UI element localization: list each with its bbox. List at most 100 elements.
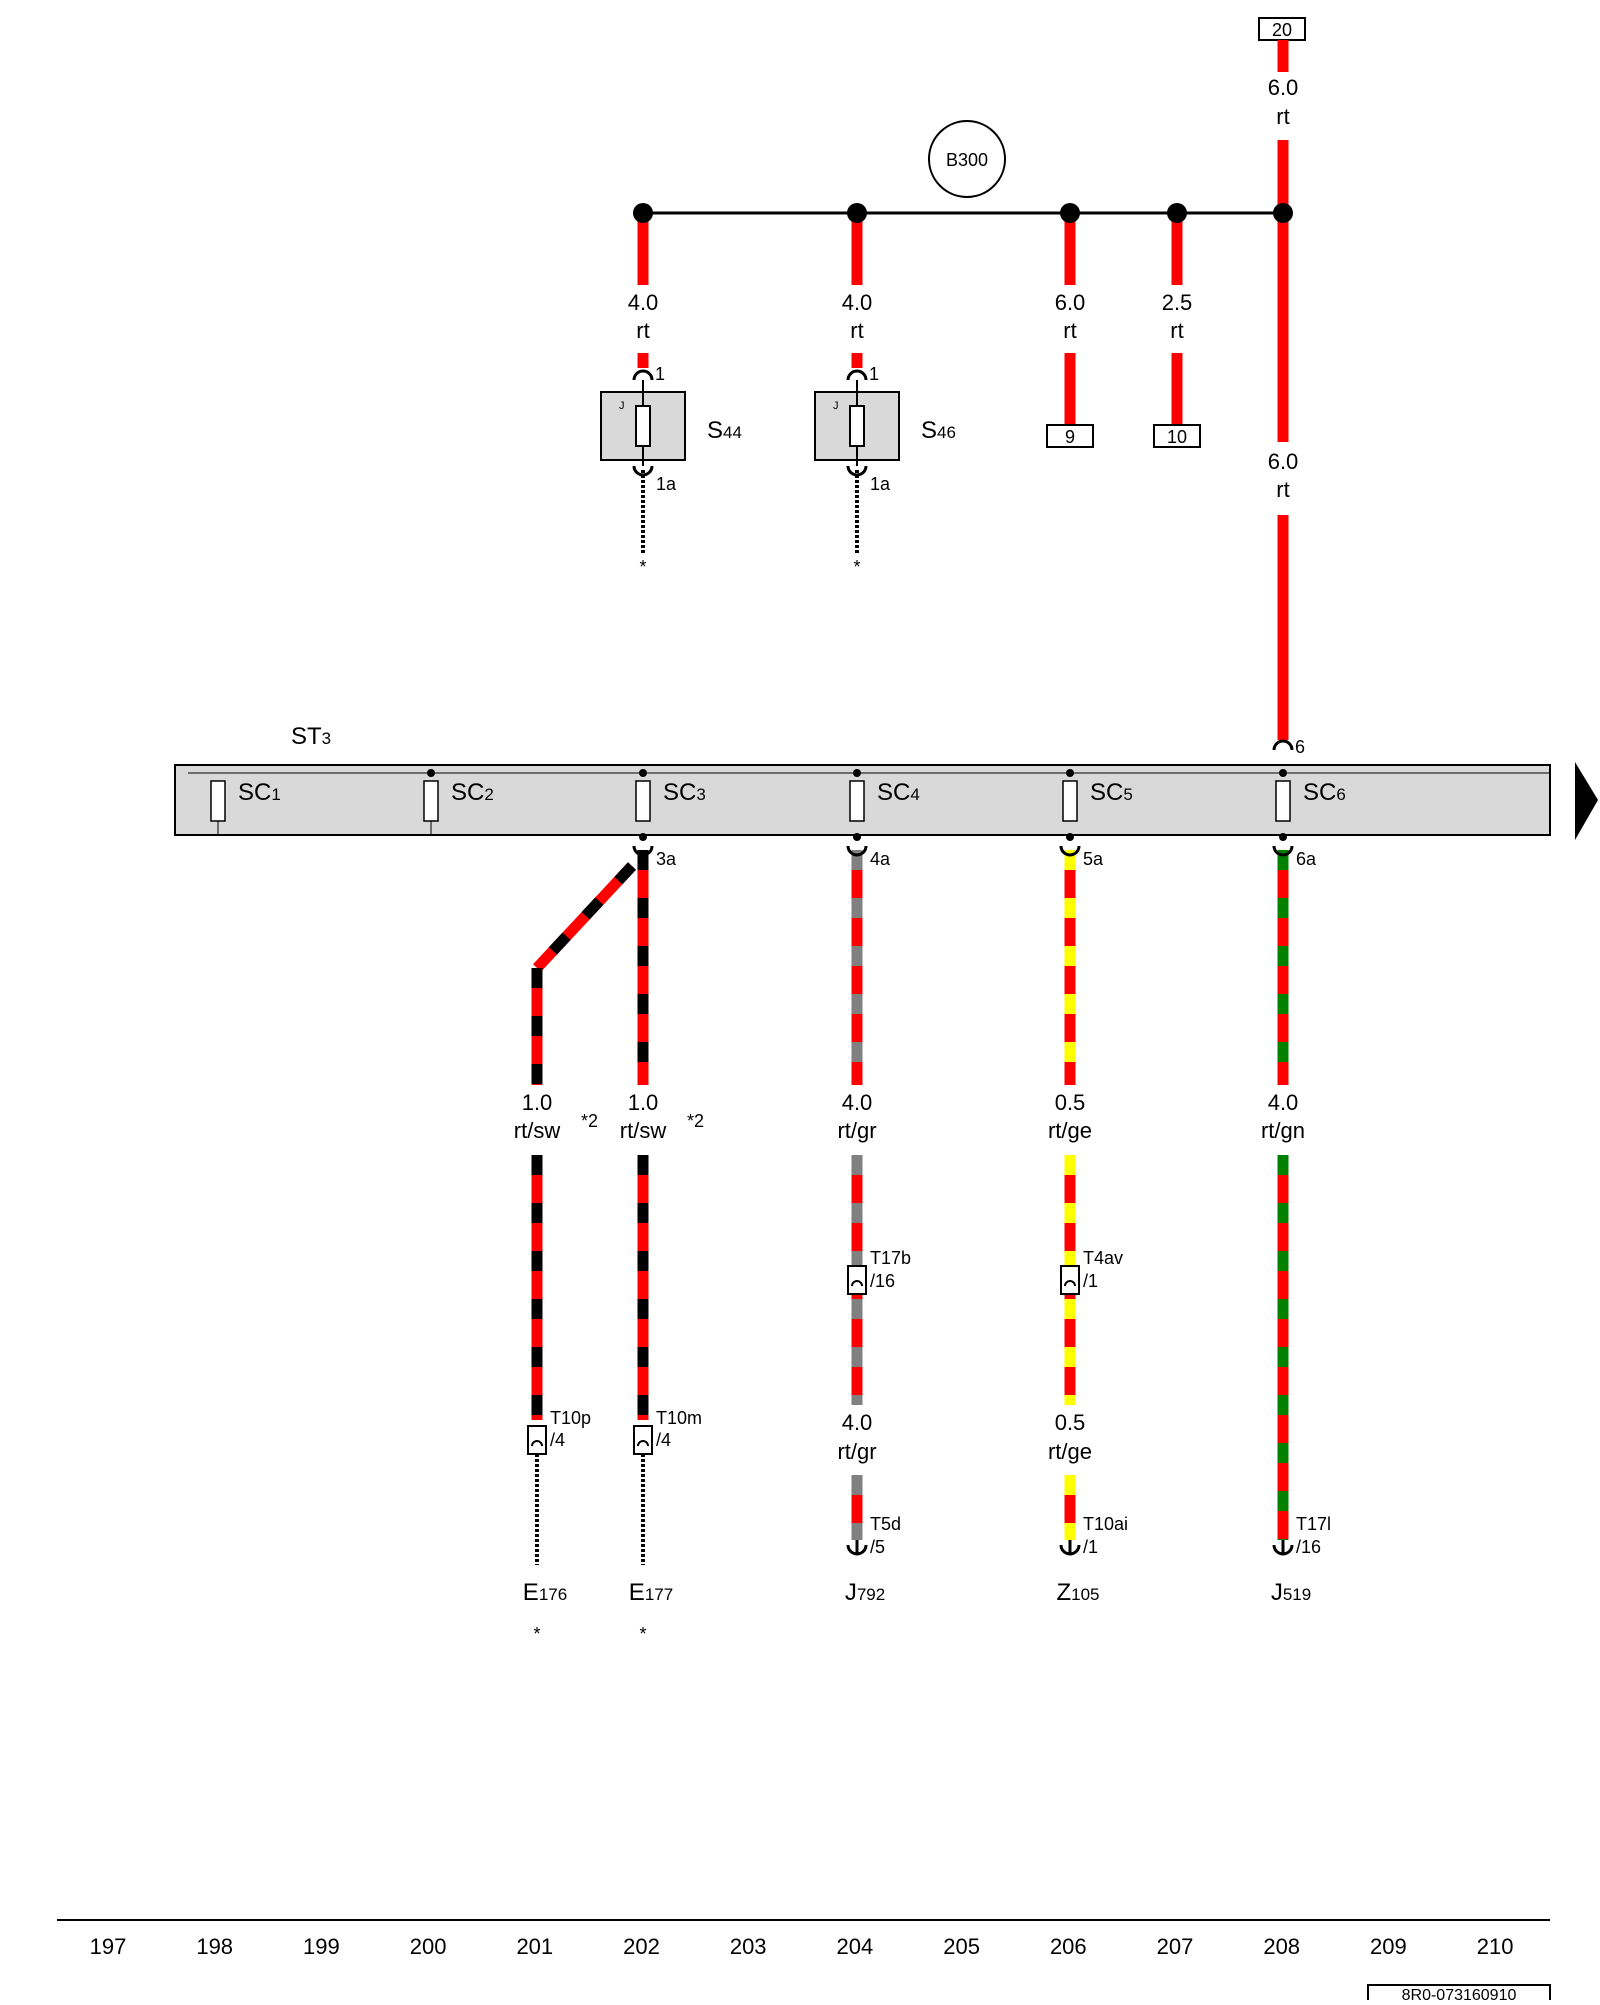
component-label-sub: 177 <box>645 1585 673 1604</box>
component-label: E176 <box>523 1579 567 1606</box>
junction-dot <box>847 203 867 223</box>
ruler-number: 199 <box>303 1934 340 1959</box>
relay-label: S46 <box>921 417 956 444</box>
wire-size-label: 1.0 <box>522 1090 553 1115</box>
terminal-label-10: 10 <box>1167 427 1187 447</box>
fuse-label-sub: 4 <box>910 785 919 804</box>
fuse-icon <box>849 405 865 447</box>
component-star: * <box>533 1624 540 1644</box>
wire-color-label: rt <box>636 318 649 343</box>
wire-color-label: rt/sw <box>514 1118 561 1143</box>
connector-pin-icon <box>1064 1280 1076 1287</box>
doc-code: 8R0-073160910 <box>1402 1987 1517 2000</box>
fuse-label: SC3 <box>663 779 706 806</box>
fuse-icon <box>423 780 439 822</box>
fuse-label: SC4 <box>877 779 920 806</box>
wire-size-label: 2.5 <box>1162 290 1193 315</box>
ruler-number: 198 <box>196 1934 233 1959</box>
wire-color-label: rt <box>1276 477 1289 502</box>
fuse-output-dot <box>1279 833 1287 841</box>
connector-pin-icon <box>851 1280 863 1287</box>
component-label-sub: 176 <box>539 1585 567 1604</box>
connector-pin: /1 <box>1083 1537 1098 1557</box>
fuse-output-dot <box>1066 833 1074 841</box>
relay-pin-in: 1 <box>869 364 879 384</box>
ruler-number: 202 <box>623 1934 660 1959</box>
component-label-sub: 792 <box>857 1585 885 1604</box>
fuse-feed-dot <box>639 769 647 777</box>
component-label: J792 <box>845 1579 885 1606</box>
connector-name: T4av <box>1083 1248 1123 1268</box>
pin-connector-icon <box>1059 845 1081 857</box>
terminal-label-20: 20 <box>1272 20 1292 40</box>
relay-label: S44 <box>707 417 742 444</box>
relay-pin-out: 1a <box>870 474 891 494</box>
relay-star: * <box>853 557 860 577</box>
junction-dots <box>633 203 1293 223</box>
fuse-in-pin: 6 <box>1295 737 1305 757</box>
fuse-icon <box>1062 780 1078 822</box>
component-label: Z105 <box>1056 1579 1099 1606</box>
fuse-output-pin: 3a <box>656 849 677 869</box>
wire-size-label: 4.0 <box>842 290 873 315</box>
ruler-number: 207 <box>1157 1934 1194 1959</box>
terminal-label-9: 9 <box>1065 427 1075 447</box>
fuse-label: SC5 <box>1090 779 1133 806</box>
ruler-number: 200 <box>410 1934 447 1959</box>
junction-dot <box>633 203 653 223</box>
terminal-box-9 <box>1046 424 1094 448</box>
component-label-main: J <box>845 1579 857 1606</box>
relay-mark: J <box>833 400 839 412</box>
pin-connector-icon <box>846 1544 868 1556</box>
wire-color-label: rt/gr <box>837 1118 876 1143</box>
fuse-feed-dot <box>1066 769 1074 777</box>
fuse-output-dot <box>853 833 861 841</box>
pin-connector-icon <box>1272 1544 1294 1556</box>
wire-size-label: 4.0 <box>842 1410 873 1435</box>
wire-rt-sw-diagonal <box>532 862 637 972</box>
fuse-carrier-label: ST3 <box>291 723 331 750</box>
fuse-label-main: SC <box>451 779 484 806</box>
fuse-feed-dot <box>853 769 861 777</box>
fuse-carrier <box>174 764 1551 836</box>
fuse-label-main: SC <box>663 779 696 806</box>
wire-size-label: 0.5 <box>1055 1410 1086 1435</box>
wire-size-label: 4.0 <box>628 290 659 315</box>
ruler-number: 205 <box>943 1934 980 1959</box>
relay-s44: 1 J 1a * S44 <box>600 364 742 577</box>
ruler-number: 209 <box>1370 1934 1407 1959</box>
fuse-feed-dot <box>1279 769 1287 777</box>
fuse-icon <box>635 780 651 822</box>
fuse-label-sub: 5 <box>1123 785 1132 804</box>
fuse-output-pin: 6a <box>1296 849 1317 869</box>
relay-pin-out: 1a <box>656 474 677 494</box>
top-wire-color: rt <box>1276 104 1289 129</box>
fuse-feed-dot <box>427 769 435 777</box>
component-label-main: J <box>1271 1579 1283 1606</box>
pin-connector-icon <box>1272 739 1294 751</box>
fuse-label-sub: 2 <box>484 785 493 804</box>
wire-color-label: rt <box>850 318 863 343</box>
connector-pin-icon <box>531 1440 543 1447</box>
wire-color-label: rt/ge <box>1048 1118 1092 1143</box>
ruler-number: 203 <box>730 1934 767 1959</box>
connector-pin: /1 <box>1083 1271 1098 1291</box>
relay-s46: 1 J 1a * S46 <box>814 364 956 577</box>
wire-color-label: rt/sw <box>620 1118 667 1143</box>
fuse-icon <box>1275 780 1291 822</box>
connector-name: T10ai <box>1083 1514 1128 1534</box>
wire-color-label: rt/gr <box>837 1439 876 1464</box>
fuse-label: SC6 <box>1303 779 1346 806</box>
component-label-main: E <box>629 1579 645 1606</box>
continuation-arrow-icon <box>1575 762 1598 840</box>
fuse-output-dot <box>639 833 647 841</box>
pin-connector-icon <box>632 845 654 857</box>
pin-connector-icon <box>846 369 868 381</box>
relay-star: * <box>639 557 646 577</box>
fuse-label-main: SC <box>877 779 910 806</box>
ruler-number: 210 <box>1477 1934 1514 1959</box>
wire-color-label: rt <box>1063 318 1076 343</box>
component-label-sub: 105 <box>1071 1585 1099 1604</box>
